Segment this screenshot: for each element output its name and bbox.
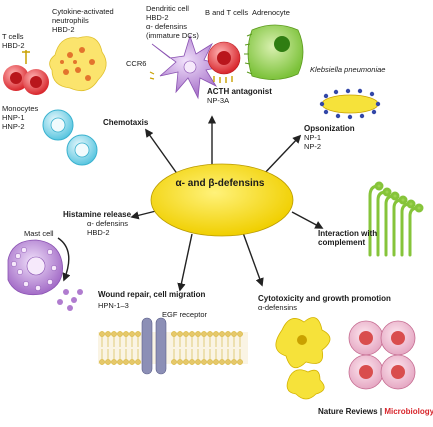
klebsiella-label: Klebsiella pneumoniae xyxy=(310,65,386,74)
acth-title: ACTH antagonist xyxy=(207,87,272,96)
defensin-ellipse xyxy=(150,163,294,237)
lipid-head xyxy=(123,359,129,365)
b-t-cell-icon xyxy=(207,41,241,83)
klebsiella-icon xyxy=(319,88,381,120)
lipid-head xyxy=(189,359,195,365)
monocytes-label-3: HNP-2 xyxy=(2,122,25,131)
dendritic-label-1: Dendritic cell xyxy=(146,4,189,13)
lipid-head xyxy=(207,359,213,365)
tcells-label-1: T cells xyxy=(2,32,24,41)
chemotaxis-title: Chemotaxis xyxy=(103,118,149,127)
lipid-head xyxy=(213,331,219,337)
lipid-head xyxy=(231,359,237,365)
neutrophil-icon xyxy=(49,36,107,92)
mast-cell-icon xyxy=(7,239,83,311)
membrane-icon xyxy=(98,317,248,375)
proliferating-cells-icon xyxy=(348,320,416,390)
lipid-head xyxy=(123,331,129,337)
lipid-head xyxy=(171,331,177,337)
complement-icon xyxy=(368,181,424,257)
lipid-head xyxy=(219,331,225,337)
lipid-head xyxy=(231,331,237,337)
neutrophils-label-1: Cytokine-activated xyxy=(52,7,114,16)
credit-right: Microbiology xyxy=(384,407,433,416)
opsonization-line-2: NP-2 xyxy=(304,142,322,151)
arrow-opsonization xyxy=(261,134,302,177)
dendritic-cell-icon xyxy=(149,34,227,100)
lipid-head xyxy=(105,331,111,337)
lipid-head xyxy=(117,359,123,365)
monocytes-label-1: Monocytes xyxy=(2,104,39,113)
lipid-head xyxy=(117,331,123,337)
dendritic-label-2: HBD-2 xyxy=(146,13,169,22)
opsonization-title: Opsonization xyxy=(304,124,355,133)
lipid-head xyxy=(177,331,183,337)
lipid-head xyxy=(111,359,117,365)
adrenocyte-label: Adrenocyte xyxy=(252,8,290,17)
lipid-head xyxy=(207,331,213,337)
wound-detail: HPN-1–3 xyxy=(98,301,129,310)
lipid-head xyxy=(189,331,195,337)
histamine-line-2: HBD-2 xyxy=(87,228,110,237)
egf-receptor-label: EGF receptor xyxy=(162,310,208,319)
lipid-head xyxy=(177,359,183,365)
wound-title: Wound repair, cell migration xyxy=(98,290,206,299)
monocyte-icon xyxy=(42,109,98,166)
lipid-head xyxy=(213,359,219,365)
arrows xyxy=(57,115,324,292)
credit: Nature Reviews | Microbiology xyxy=(318,407,433,416)
histamine-title: Histamine release xyxy=(63,210,132,219)
cytotoxicity-detail: α-defensins xyxy=(258,303,297,312)
cytotoxicity-title: Cytotoxicity and growth promotion xyxy=(258,294,391,303)
arrow-wound xyxy=(177,233,193,292)
complement-title-2: complement xyxy=(318,238,366,247)
bt-cells-label: B and T cells xyxy=(205,8,249,17)
lipid-head xyxy=(225,331,231,337)
mast-cell-label: Mast cell xyxy=(24,229,54,238)
credit-left: Nature Reviews xyxy=(318,407,378,416)
acth-detail: NP-3A xyxy=(207,96,230,105)
lipid-head xyxy=(111,331,117,337)
opsonization-line-1: NP-1 xyxy=(304,133,322,142)
lipid-head xyxy=(225,359,231,365)
dendritic-label-4: (immature DCs) xyxy=(146,31,199,40)
center-label: α- and β-defensins xyxy=(175,178,265,189)
monocytes-label-2: HNP-1 xyxy=(2,113,25,122)
lipid-head xyxy=(183,359,189,365)
tcells-label-2: HBD-2 xyxy=(2,41,25,50)
lipid-head xyxy=(99,359,105,365)
arrow-mast xyxy=(57,237,71,282)
dendritic-label-3: α- defensins xyxy=(146,22,188,31)
neutrophils-label-3: HBD-2 xyxy=(52,25,75,34)
complement-title-1: Interaction with xyxy=(318,229,378,238)
arrow-cytotoxicity xyxy=(241,229,264,287)
lipid-head xyxy=(237,331,243,337)
t-cells-icon xyxy=(3,50,49,95)
arrow-complement xyxy=(291,211,324,229)
lipid-head xyxy=(99,331,105,337)
lipid-head xyxy=(183,331,189,337)
neutrophils-label-2: neutrophils xyxy=(52,16,89,25)
lipid-head xyxy=(195,359,201,365)
lipid-head xyxy=(129,331,135,337)
ccr6-label: CCR6 xyxy=(126,59,147,68)
cytotoxic-cell-icon xyxy=(275,317,331,400)
lipid-head xyxy=(219,359,225,365)
lipid-head xyxy=(135,359,141,365)
lipid-head xyxy=(135,331,141,337)
adrenocyte-icon xyxy=(244,24,304,80)
lipid-head xyxy=(171,359,177,365)
histamine-line-1: α- defensins xyxy=(87,219,129,228)
lipid-head xyxy=(129,359,135,365)
lipid-head xyxy=(195,331,201,337)
credit-sep: | xyxy=(379,407,383,416)
lipid-head xyxy=(201,331,207,337)
lipid-head xyxy=(201,359,207,365)
arrow-chemotaxis xyxy=(145,128,179,176)
lipid-head xyxy=(237,359,243,365)
lipid-head xyxy=(105,359,111,365)
